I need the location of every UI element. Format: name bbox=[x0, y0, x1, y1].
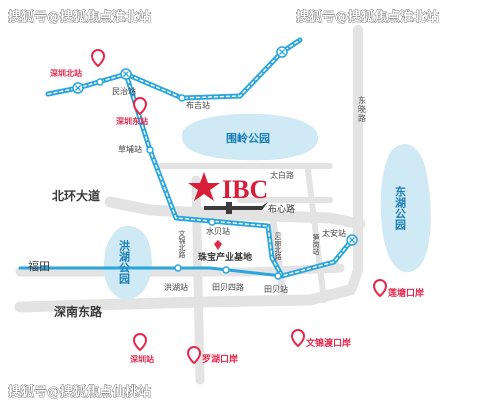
pin-icon bbox=[290, 329, 306, 348]
road-songgang bbox=[305, 167, 327, 303]
park-label-donghu: 东湖公园 bbox=[394, 185, 407, 231]
place-label-shenzhen-bei: 深圳北站 bbox=[50, 68, 82, 78]
interchange-markers bbox=[72, 46, 358, 246]
station-dot-caopu bbox=[146, 146, 154, 154]
station-label-litong: 笋岗站 bbox=[312, 233, 320, 256]
station-label-shuibei: 水贝站 bbox=[206, 226, 230, 236]
interchange-icon bbox=[120, 68, 132, 80]
station-label-taian: 太安站 bbox=[322, 228, 346, 238]
station-dot-minzhi bbox=[96, 78, 104, 86]
metro-line-2 bbox=[18, 266, 284, 278]
pin-icon bbox=[132, 333, 148, 352]
road-label-beihuan: 北环大道 bbox=[52, 188, 100, 203]
road-wenjin bbox=[191, 175, 205, 385]
station-label-tianbei: 田贝站 bbox=[264, 284, 288, 294]
road-dongxiao bbox=[347, 25, 363, 293]
station-label-minzhi: 民治站 bbox=[112, 86, 136, 96]
road-label-taibai: 太白路 bbox=[270, 170, 294, 180]
park-weiling-shape bbox=[181, 113, 319, 161]
metro-line-4 bbox=[45, 37, 303, 101]
station-label-tianbeisi: 田贝四路 bbox=[212, 282, 244, 292]
park-label-weiling: 围岭公园 bbox=[226, 131, 270, 145]
park-layer bbox=[104, 113, 431, 300]
watermark-bottom-left: 搜狐号@搜狐焦点仙桃站 bbox=[8, 384, 151, 400]
park-label-honghu: 洪湖公园 bbox=[118, 239, 131, 285]
diamond-icon bbox=[214, 240, 222, 250]
park-honghu-shape bbox=[104, 225, 152, 300]
star-icon bbox=[188, 172, 220, 201]
airplane-icon bbox=[204, 202, 268, 214]
place-label-luohu: 罗湖口岸 bbox=[202, 353, 238, 365]
station-dot-tianbeisi bbox=[222, 266, 230, 274]
logo-text: IBC bbox=[222, 175, 268, 204]
metro-line-4-dash bbox=[47, 39, 301, 99]
road-label-shennan: 深南东路 bbox=[54, 304, 103, 319]
metro-line-3-dash bbox=[125, 73, 353, 277]
interchange-icon bbox=[346, 234, 358, 246]
place-label-shenzhen-dong: 深圳东站 bbox=[116, 116, 148, 126]
pin-layer bbox=[90, 49, 388, 365]
road-label-dongxiao: 东晓路 bbox=[358, 95, 367, 123]
watermark-top-left: 搜狐号@搜狐焦点淮北站 bbox=[8, 9, 151, 25]
station-dot-buji bbox=[178, 94, 186, 102]
place-label-liantang: 莲塘口岸 bbox=[388, 287, 424, 299]
road-label-buxin: 布心路 bbox=[268, 203, 295, 215]
watermark-top-right: 搜狐号@搜狐焦点淮北站 bbox=[296, 9, 439, 25]
interchange-icon bbox=[72, 82, 84, 94]
place-label-shenzhen: 深圳站 bbox=[130, 354, 154, 364]
station-dot-honghu bbox=[174, 264, 182, 272]
station-label-beili-bei: 贝丽北路 bbox=[274, 232, 282, 261]
place-label-wenjindu: 文锦渡口岸 bbox=[305, 337, 351, 349]
ibc-logo: IBC bbox=[188, 172, 268, 214]
park-donghu-shape bbox=[380, 144, 431, 273]
pin-icon bbox=[90, 49, 106, 68]
road-beili bbox=[268, 211, 288, 304]
interchange-icon bbox=[276, 46, 288, 58]
place-label-zhubao: 珠宝产业基地 bbox=[198, 251, 252, 263]
road-layer bbox=[14, 25, 366, 385]
station-label-honghu: 洪湖站 bbox=[164, 282, 188, 292]
station-markers bbox=[96, 78, 282, 280]
station-label-wenjin-bei: 文锦北路 bbox=[178, 229, 186, 259]
station-dot-tianbei bbox=[274, 272, 282, 280]
road-beihuan bbox=[104, 196, 366, 230]
station-dot-shuibei bbox=[208, 218, 216, 226]
pin-icon bbox=[186, 346, 202, 365]
road-shennan bbox=[14, 284, 356, 313]
road-label-futian: 福田 bbox=[28, 259, 50, 273]
pin-icon bbox=[372, 279, 388, 298]
station-label-buji: 布吉站 bbox=[186, 100, 210, 110]
station-label-caopu: 草埔站 bbox=[118, 144, 142, 154]
pin-icon bbox=[132, 97, 148, 116]
